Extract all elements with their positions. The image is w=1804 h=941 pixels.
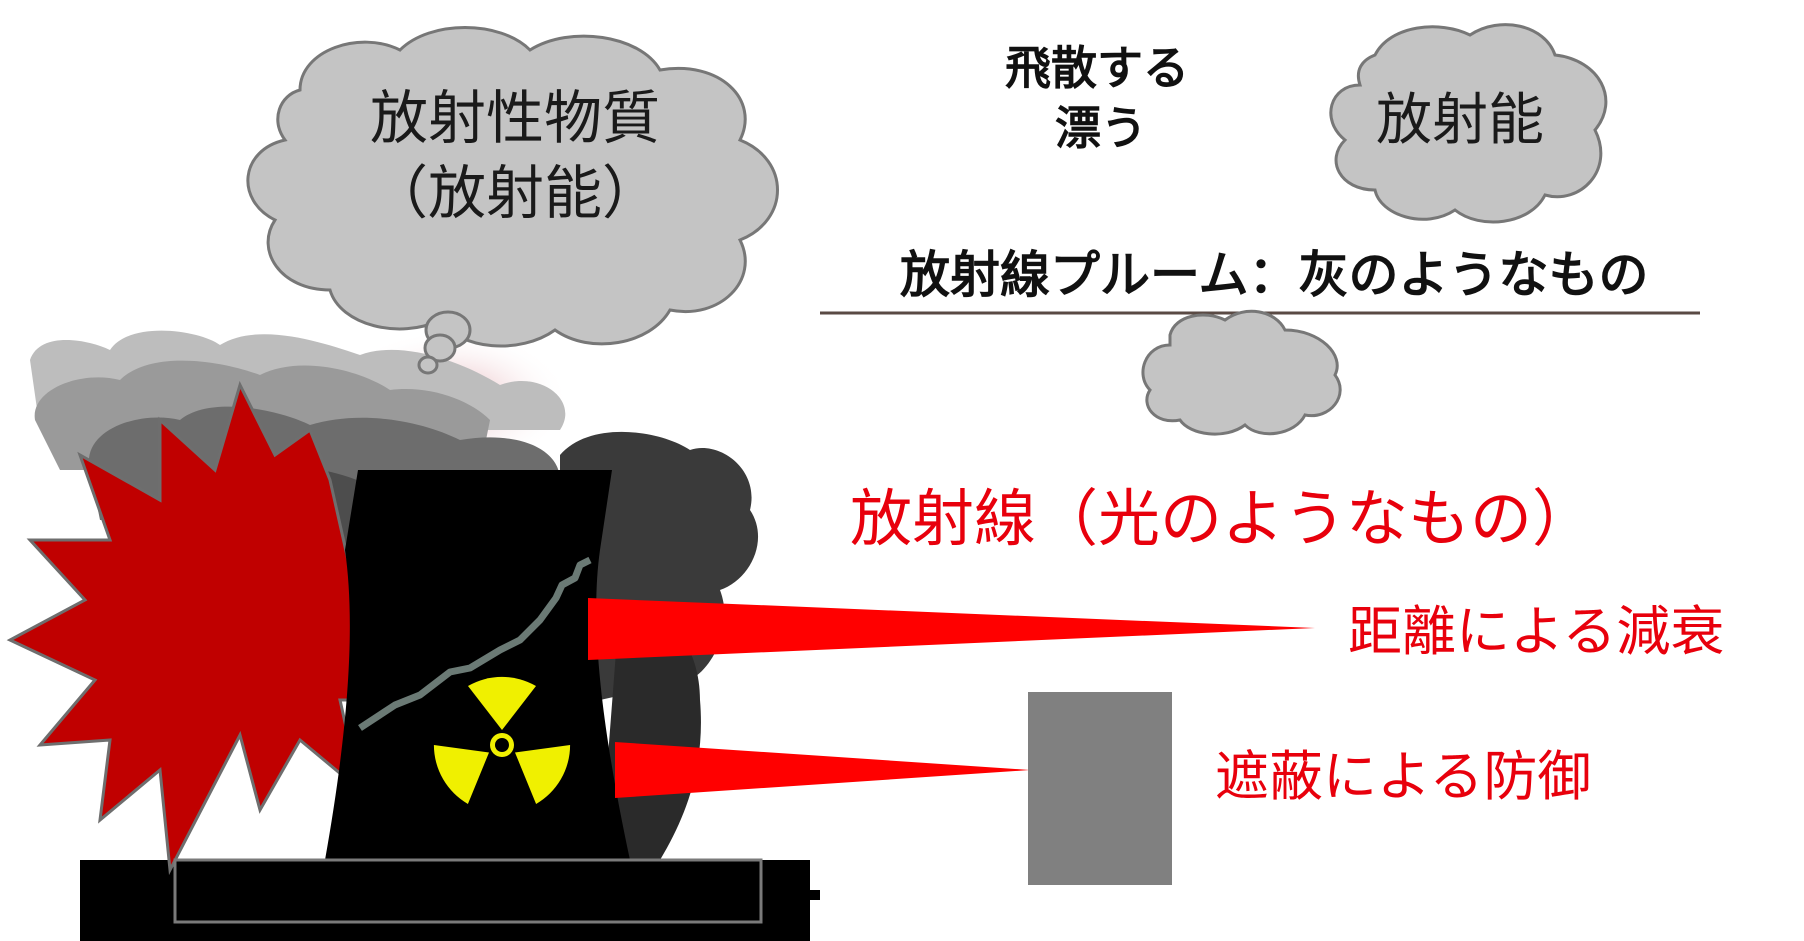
thought-cloud-small [1329,23,1608,224]
plume-label: 放射線プルーム：灰のようなもの [900,246,1649,304]
plume-cloud [1141,309,1342,436]
cloud-main-line2: （放射能） [369,159,660,227]
scatter-label-line1: 飛散する [1005,41,1189,95]
radiation-ray-distance [588,598,1315,660]
radiation-trefoil-icon [433,676,571,804]
tower-crack [358,556,592,731]
distance-attenuation-label: 距離による減衰 [1348,600,1725,663]
tower-base [173,858,763,924]
cloud-main-line1: 放射性物質 [369,84,660,152]
thought-cloud-main [246,26,779,375]
shielding-label: 遮蔽による防御 [1215,745,1592,808]
scatter-label-line2: 漂う [1055,101,1147,155]
shield-block [1028,692,1172,885]
cloud-small-label: 放射能 [1376,88,1544,153]
radiation-ray-shield [615,742,1030,798]
radiation-title: 放射線（光のようなもの） [850,482,1595,555]
